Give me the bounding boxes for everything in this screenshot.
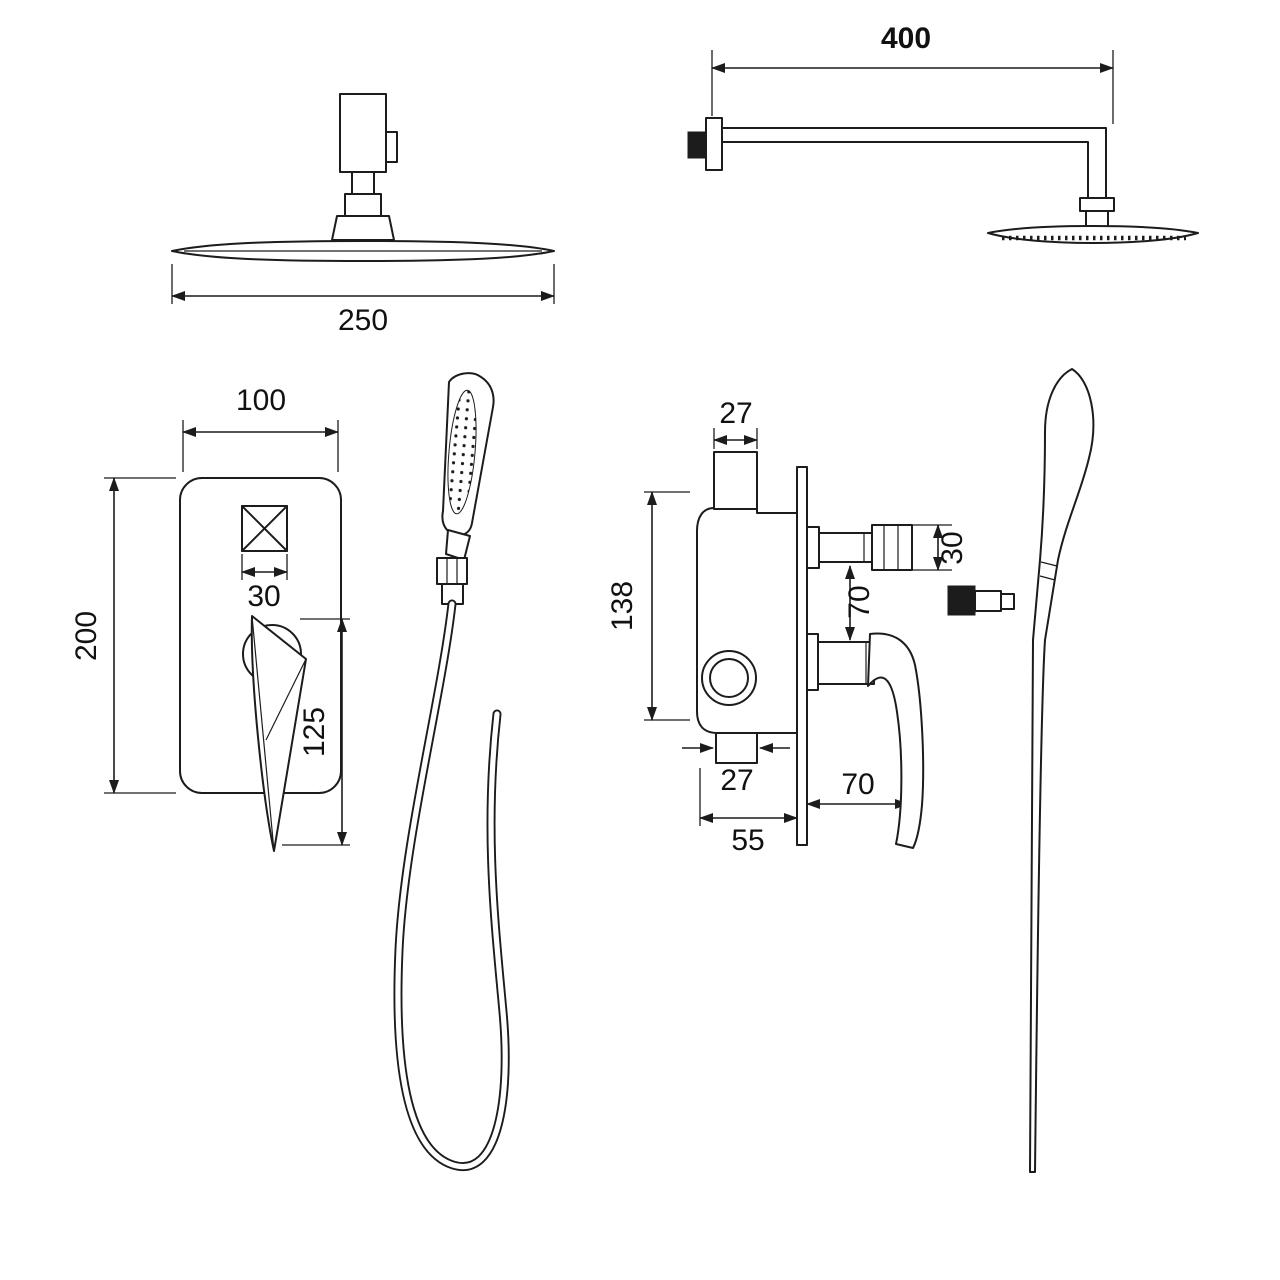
holder-clip	[1000, 593, 1015, 610]
dim-valve-inlet-bottom-label: 27	[720, 764, 753, 797]
cartridge-circle-inner	[709, 658, 749, 698]
dim-valve-handle-depth: 70	[806, 768, 909, 814]
wall-anchor-block	[687, 131, 707, 159]
arm-tube	[721, 127, 1107, 199]
hose-nut	[436, 557, 468, 585]
connector-neck	[351, 171, 375, 195]
handle-taper	[445, 529, 471, 561]
valve-top-inlet-pipe	[713, 451, 758, 510]
dim-overhead-width: 250	[171, 264, 555, 337]
dim-diverter-width-label: 30	[247, 580, 280, 613]
dim-valve-outlet-height: 30	[912, 524, 969, 571]
handle-joint-lines	[1039, 561, 1058, 581]
wall-flange	[705, 117, 723, 171]
hand-shower-with-hose	[393, 372, 510, 1172]
holder-arm	[974, 590, 1002, 612]
connector-side-tab	[385, 131, 398, 163]
mixer-plate-front-view	[179, 477, 342, 852]
dim-valve-outlet-spacing-label: 70	[843, 585, 876, 618]
dim-valve-handle-depth-label: 70	[841, 768, 874, 801]
holder-wall-block	[947, 585, 976, 616]
dim-overhead-width-label: 250	[338, 304, 388, 337]
connector-nut	[344, 193, 382, 217]
dim-valve-height-label: 138	[606, 581, 639, 631]
dim-plate-height-label: 200	[70, 611, 103, 661]
dim-valve-body-depth-label: 55	[731, 824, 764, 857]
hand-shower-side-view-with-holder	[947, 368, 1095, 1173]
top-outlet-pipe	[818, 532, 873, 563]
dim-valve-body-depth: 55	[699, 768, 798, 857]
valve-body	[696, 507, 798, 734]
valve-wall-plate	[796, 466, 808, 846]
overhead-shower-front-view	[171, 93, 555, 262]
dim-handle-length-label: 125	[298, 707, 331, 757]
dim-valve-inlet-top: 27	[713, 397, 758, 449]
dim-plate-width: 100	[182, 384, 339, 472]
valve-bottom-inlet-pipe	[715, 732, 758, 764]
head-connector	[1085, 210, 1109, 228]
rain-head-profile	[987, 225, 1199, 244]
hose-nut-facets	[446, 558, 458, 584]
dim-plate-width-label: 100	[236, 384, 286, 417]
handle-flange	[806, 633, 819, 691]
dim-arm-length: 400	[711, 22, 1114, 124]
dim-valve-outlet-spacing: 70	[843, 565, 876, 641]
shower-hose-outer	[393, 599, 510, 1172]
dim-plate-height: 200	[70, 477, 176, 794]
hand-shower-profile	[1029, 368, 1095, 1173]
top-outlet-flange	[806, 526, 820, 569]
dim-diverter-width: 30	[241, 554, 288, 613]
dim-valve-inlet-bottom: 27	[682, 743, 790, 797]
dim-handle-length: 125	[282, 618, 350, 846]
dim-arm-length-label: 400	[881, 22, 931, 55]
handle-hub	[817, 641, 875, 685]
diverter-end-cap	[871, 524, 913, 571]
dim-valve-outlet-height-label: 30	[936, 531, 969, 564]
handle-facet-lines	[251, 615, 307, 852]
valve-lever-handle	[867, 632, 925, 849]
head-flange	[331, 215, 395, 241]
elbow-collar	[1079, 197, 1115, 212]
dim-valve-height: 138	[606, 491, 690, 721]
mixer-valve-side-view: 70	[696, 451, 925, 849]
spray-face-dots	[447, 389, 477, 515]
cartridge-circle-outer	[701, 650, 757, 706]
shower-hose-inner	[395, 601, 508, 1170]
ceiling-connector-body	[339, 93, 387, 173]
dim-valve-inlet-top-label: 27	[719, 397, 752, 430]
shower-arm-side-view	[687, 117, 1199, 244]
end-cap-knurl	[883, 525, 899, 570]
